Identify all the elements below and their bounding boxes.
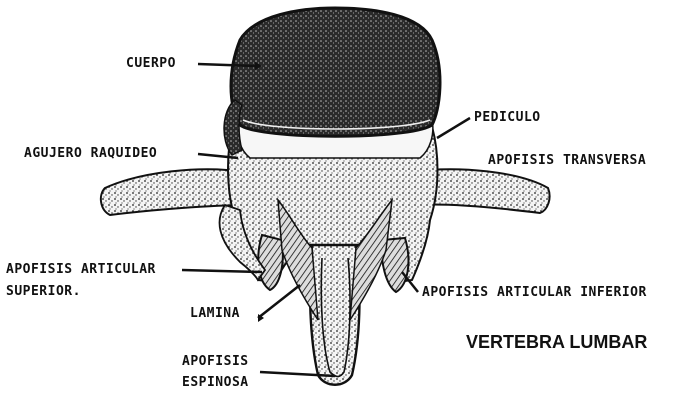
label-apofisis-espinosa-line2: ESPINOSA [182, 375, 249, 390]
leader-pediculo [437, 118, 470, 138]
label-cuerpo: CUERPO [126, 56, 176, 71]
diagram-title: VERTEBRA LUMBAR [466, 332, 647, 353]
label-apofisis-espinosa-line1: APOFISIS [182, 354, 249, 369]
leader-lamina [258, 285, 300, 318]
inferior-articular-left [258, 235, 283, 290]
label-apofisis-transversa: APOFISIS TRANSVERSA [488, 153, 646, 168]
label-apofisis-articular-inferior: APOFISIS ARTICULAR INFERIOR [422, 285, 647, 300]
label-apofisis-articular-superior-line1: APOFISIS ARTICULAR [6, 262, 156, 277]
label-agujero-raquideo: AGUJERO RAQUIDEO [24, 146, 157, 161]
vertebral-body [231, 8, 440, 136]
label-lamina: LAMINA [190, 306, 240, 321]
label-apofisis-articular-superior-line2: SUPERIOR. [6, 284, 81, 299]
label-pediculo: PEDICULO [474, 110, 541, 125]
